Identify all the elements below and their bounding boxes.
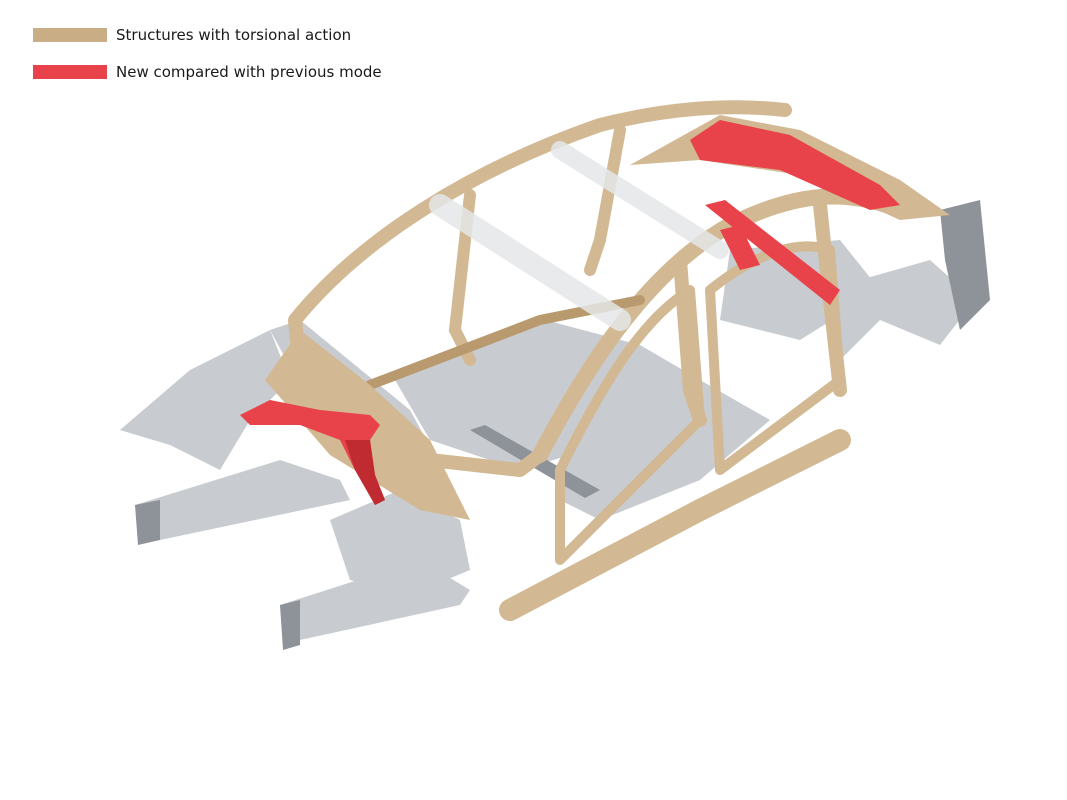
rear-panel [940,200,990,330]
new-front-strut-brace [240,400,385,505]
front-right-suspension-tower [330,490,470,595]
front-left-crash-box [135,500,160,545]
side-sill-right [499,429,851,621]
rear-wheelhouse [830,260,975,360]
new-rear-crossmember [720,225,760,270]
legend-label-new: New compared with previous mode [116,63,382,81]
new-strut-brace-shade [345,440,385,505]
door-frame-rear-right [705,241,845,475]
new-rear-shelf-part [690,120,900,210]
legend-swatch-new [33,65,107,79]
front-left-suspension-tower [120,330,290,470]
front-left-longitudinal-member [135,460,350,540]
door-frame-front-right [555,285,705,565]
roof-crossmember-front [429,194,631,331]
legend-swatch-torsional [33,28,107,42]
a-pillar-right [429,449,545,477]
front-right-longitudinal-member [280,560,470,645]
roof-rail-left [288,100,792,327]
c-pillar-left [584,124,626,276]
new-parts [240,120,900,505]
front-right-crash-box [280,600,300,650]
roof-crossmember-rear [551,141,729,259]
legend-label-torsional: Structures with torsional action [116,26,352,44]
